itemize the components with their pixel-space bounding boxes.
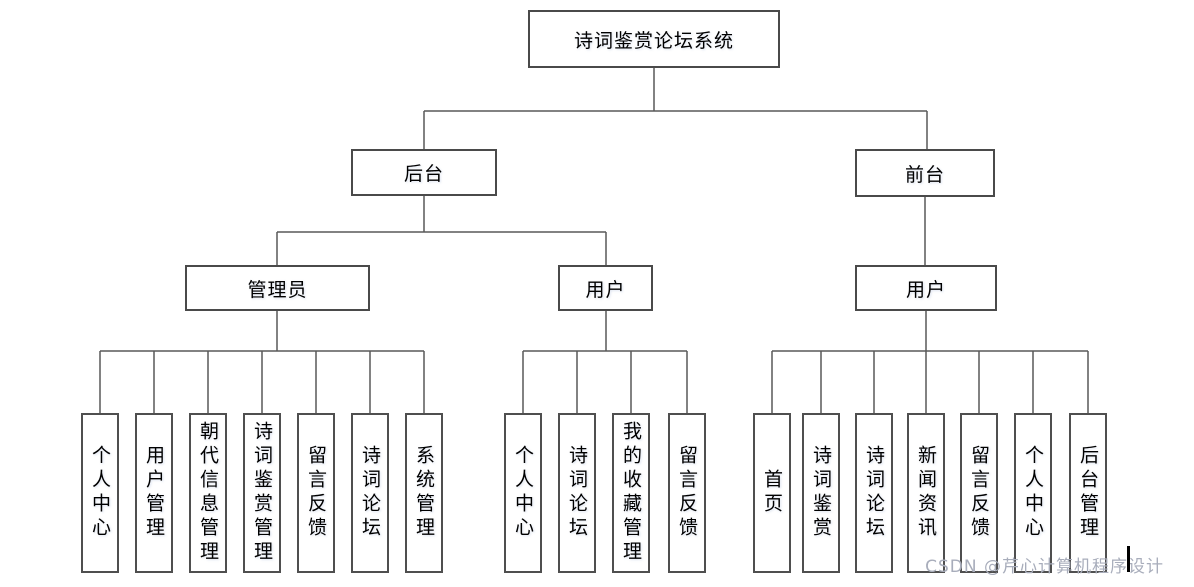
node-frontend: 前台 bbox=[855, 149, 995, 197]
leaf-backend-management: 后台管理 bbox=[1069, 413, 1107, 573]
leaf-dynasty-info-management: 朝代信息管理 bbox=[189, 413, 227, 573]
leaf-system-management: 系统管理 bbox=[405, 413, 443, 573]
text-cursor-artifact bbox=[1127, 546, 1130, 572]
leaf-news: 新闻资讯 bbox=[907, 413, 945, 573]
leaf-user-management: 用户管理 bbox=[135, 413, 173, 573]
leaf-message-feedback: 留言反馈 bbox=[960, 413, 998, 573]
leaf-poetry-forum: 诗词论坛 bbox=[855, 413, 893, 573]
node-backend: 后台 bbox=[351, 149, 497, 196]
node-admin: 管理员 bbox=[185, 265, 370, 311]
leaf-message-feedback: 留言反馈 bbox=[297, 413, 335, 573]
leaf-message-feedback: 留言反馈 bbox=[668, 413, 706, 573]
leaf-personal-center: 个人中心 bbox=[1014, 413, 1052, 573]
leaf-personal-center: 个人中心 bbox=[81, 413, 119, 573]
node-root-system: 诗词鉴赏论坛系统 bbox=[528, 10, 780, 68]
leaf-poetry-appreciation-management: 诗词鉴赏管理 bbox=[243, 413, 281, 573]
node-frontend-user: 用户 bbox=[855, 265, 997, 311]
leaf-poetry-forum: 诗词论坛 bbox=[558, 413, 596, 573]
leaf-personal-center: 个人中心 bbox=[504, 413, 542, 573]
leaf-my-collection-management: 我的收藏管理 bbox=[612, 413, 650, 573]
leaf-poetry-appreciation: 诗词鉴赏 bbox=[802, 413, 840, 573]
node-backend-user: 用户 bbox=[558, 265, 653, 311]
leaf-poetry-forum: 诗词论坛 bbox=[351, 413, 389, 573]
leaf-home: 首页 bbox=[753, 413, 791, 573]
